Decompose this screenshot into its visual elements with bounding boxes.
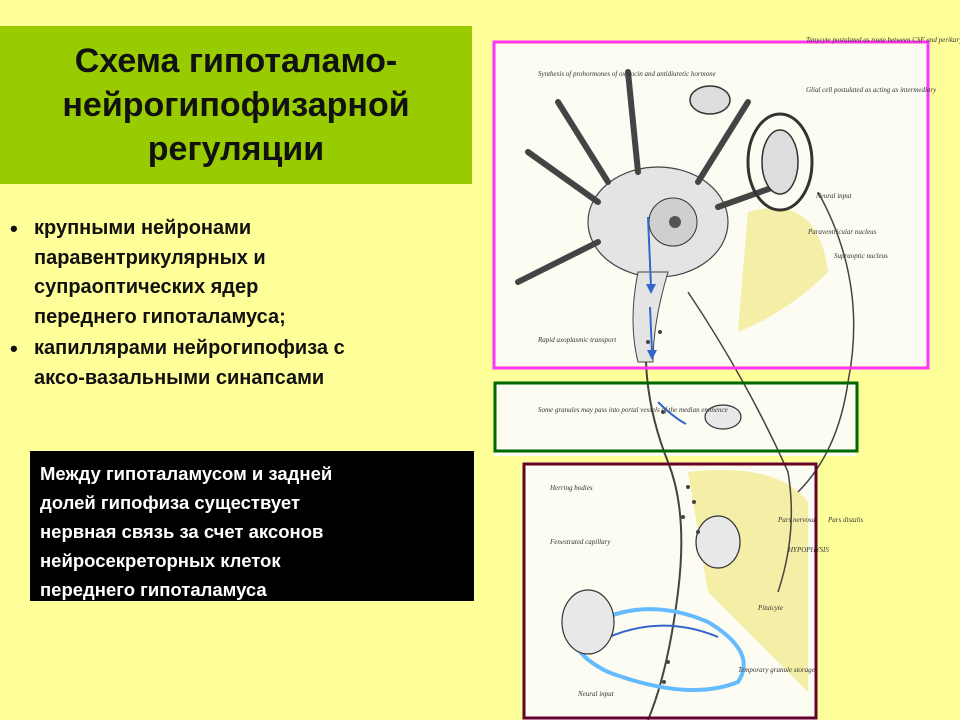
- bullet-item: • крупными нейронами паравентрикулярных …: [8, 214, 478, 332]
- axon-tract-2: [687, 291, 793, 593]
- note-box: Между гипоталамусом и задней долей гипоф…: [30, 451, 474, 601]
- note-line: Между гипоталамусом и задней: [40, 463, 333, 484]
- bullet-item: • капиллярами нейрогипофиза с аксо-вазал…: [8, 334, 478, 393]
- bullet-line: переднего гипоталамуса;: [34, 305, 286, 328]
- bullet-line: паравентрикулярных и: [34, 246, 266, 269]
- bullet-line: капиллярами нейрогипофиза с: [34, 337, 345, 359]
- arrowhead-icon: [646, 284, 656, 294]
- bullet-line: крупными нейронами: [34, 217, 252, 239]
- box-neurohypophysis: [522, 462, 818, 720]
- neurohypophysis-diagram: Synthesis of prohormones of oxytocin and…: [488, 32, 960, 720]
- label-pars-nervosa: Pars nervosa: [777, 516, 816, 524]
- bullet-line: супраоптических ядер: [34, 276, 259, 298]
- bullet-list: • крупными нейронами паравентрикулярных …: [8, 214, 478, 395]
- note-line: переднего гипоталамуса: [40, 579, 267, 600]
- label-rapid-transport: Rapid axoplasmic transport: [537, 336, 617, 344]
- glial-cell: [746, 112, 814, 212]
- box-median-eminence: [493, 381, 859, 453]
- title-line: нейрогипофизарной: [62, 86, 410, 124]
- label-paraventricular: Paraventricular nucleus: [807, 228, 877, 236]
- label-median-eminence: Some granules may pass into portal vesse…: [538, 406, 728, 414]
- title-box: Схема гипоталамо- нейрогипофизарной регу…: [0, 26, 472, 184]
- neurosecretory-granules: [646, 330, 700, 684]
- dendrites: [515, 69, 791, 285]
- transport-arrow: [657, 401, 687, 425]
- label-tanycyte: Tanycyte postulated as route between CSF…: [806, 36, 960, 44]
- portal-vessel: [704, 404, 742, 430]
- label-neural-input-top: Neural input: [815, 192, 853, 200]
- tanycyte: [689, 85, 731, 115]
- label-supraoptic: Supraoptic nucleus: [834, 252, 888, 260]
- label-pituicyte: Pituicyte: [757, 604, 783, 612]
- title-line: регуляции: [147, 130, 325, 168]
- panel-middle: [494, 384, 856, 456]
- label-neural-input-bottom: Neural input: [577, 690, 615, 698]
- nucleolus: [669, 216, 681, 228]
- capillary-section: [761, 129, 799, 195]
- bullet-line: аксо-вазальными синапсами: [34, 366, 325, 389]
- title-line: Схема гипоталамо-: [74, 42, 398, 80]
- label-synthesis: Synthesis of prohormones of oxytocin and…: [538, 70, 716, 78]
- note-line: долей гипофиза существует: [40, 492, 301, 513]
- capillary-loop: [574, 607, 746, 692]
- axon-tract: [645, 361, 683, 720]
- label-temporary-storage: Temporary granule storage: [738, 666, 815, 674]
- transport-arrow: [647, 216, 652, 288]
- nucleus-shading: [738, 208, 828, 332]
- label-pars-distalis: Pars distalis: [827, 516, 863, 524]
- transport-arrow: [649, 306, 653, 353]
- label-glial-cell: Glial cell postulated as acting as inter…: [806, 86, 937, 94]
- label-hypophysis: HYPOPHYSIS: [787, 546, 829, 554]
- diagram-svg: Synthesis of prohormones of oxytocin and…: [492, 36, 960, 720]
- pituicyte-cell: [561, 589, 615, 655]
- box-hypothalamus: [492, 40, 930, 370]
- label-fenestrated-capillary: Fenestrated capillary: [549, 538, 611, 546]
- label-herring-bodies: Herring bodies: [549, 484, 593, 492]
- note-line: нервная связь за счет аксонов: [40, 521, 324, 542]
- note-line: нейросекреторных клеток: [40, 550, 281, 571]
- herring-body: [695, 515, 741, 569]
- arrowhead-icon: [647, 350, 657, 360]
- bullet-dot-icon: •: [10, 336, 18, 361]
- stalk-outline: [797, 191, 855, 493]
- bullet-dot-icon: •: [10, 216, 18, 241]
